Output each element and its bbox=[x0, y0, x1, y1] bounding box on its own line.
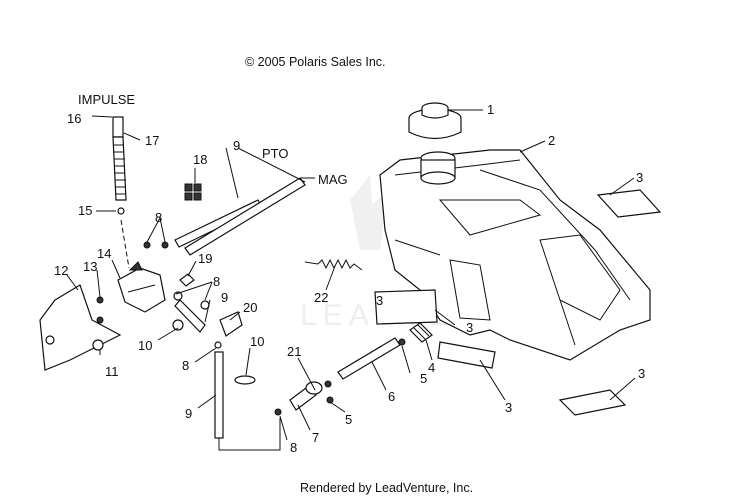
callout-16: 16 bbox=[67, 111, 81, 126]
callout-3-lower: 3 bbox=[505, 400, 512, 415]
pto-note: PTO bbox=[262, 146, 289, 161]
impulse-note: IMPULSE bbox=[78, 92, 135, 107]
callout-5-right: 5 bbox=[420, 371, 427, 386]
callout-labels: 1 2 3 3 3 3 3 4 5 5 6 7 8 8 8 8 9 9 9 10… bbox=[54, 102, 645, 455]
callout-8-bottom: 8 bbox=[290, 440, 297, 455]
callout-9-bottom: 9 bbox=[185, 406, 192, 421]
decal-lower bbox=[437, 341, 496, 369]
callout-5-left: 5 bbox=[345, 412, 352, 427]
decal-upper-right bbox=[596, 189, 662, 218]
callout-15: 15 bbox=[78, 203, 92, 218]
hose-clamps bbox=[184, 183, 202, 201]
tension-spring bbox=[304, 258, 363, 271]
copyright-caption: © 2005 Polaris Sales Inc. bbox=[245, 55, 386, 69]
fuel-tank bbox=[379, 149, 651, 361]
callout-3-right: 3 bbox=[638, 366, 645, 381]
fittings bbox=[172, 273, 243, 349]
shutoff-valve bbox=[289, 380, 334, 411]
callout-4: 4 bbox=[428, 360, 435, 375]
fuel-cap bbox=[408, 102, 462, 140]
callout-1: 1 bbox=[487, 102, 494, 117]
callout-12: 12 bbox=[54, 263, 68, 278]
callout-8-left: 8 bbox=[182, 358, 189, 373]
callout-13: 13 bbox=[83, 259, 97, 274]
callout-17: 17 bbox=[145, 133, 159, 148]
callout-9-top: 9 bbox=[233, 138, 240, 153]
decal-center bbox=[374, 289, 438, 325]
decal-bottom-right bbox=[558, 389, 627, 416]
callout-19: 19 bbox=[198, 251, 212, 266]
fuel-lines bbox=[174, 177, 306, 256]
callout-14: 14 bbox=[97, 246, 111, 261]
callout-8-top: 8 bbox=[155, 210, 162, 225]
callout-6: 6 bbox=[388, 389, 395, 404]
callout-20: 20 bbox=[243, 300, 257, 315]
callout-10-right: 10 bbox=[250, 334, 264, 349]
mount-bracket bbox=[39, 284, 122, 371]
callout-3-center: 3 bbox=[466, 320, 473, 335]
callout-3-decal: 3 bbox=[376, 293, 383, 308]
pickup-tube bbox=[337, 322, 433, 380]
callout-18: 18 bbox=[193, 152, 207, 167]
callout-9-mid: 9 bbox=[221, 290, 228, 305]
callout-2: 2 bbox=[548, 133, 555, 148]
impulse-line bbox=[112, 116, 130, 269]
callout-3-upper: 3 bbox=[636, 170, 643, 185]
mag-note: MAG bbox=[318, 172, 348, 187]
vertical-fuel-line bbox=[214, 351, 282, 451]
callout-11: 11 bbox=[105, 364, 119, 379]
callout-leaders bbox=[66, 109, 636, 441]
callout-7: 7 bbox=[312, 430, 319, 445]
callout-22: 22 bbox=[314, 290, 328, 305]
callout-8-mid: 8 bbox=[213, 274, 220, 289]
callout-21: 21 bbox=[287, 344, 301, 359]
rendered-by-caption: Rendered by LeadVenture, Inc. bbox=[300, 481, 473, 495]
callout-10-left: 10 bbox=[138, 338, 152, 353]
fuel-pump bbox=[117, 261, 166, 313]
